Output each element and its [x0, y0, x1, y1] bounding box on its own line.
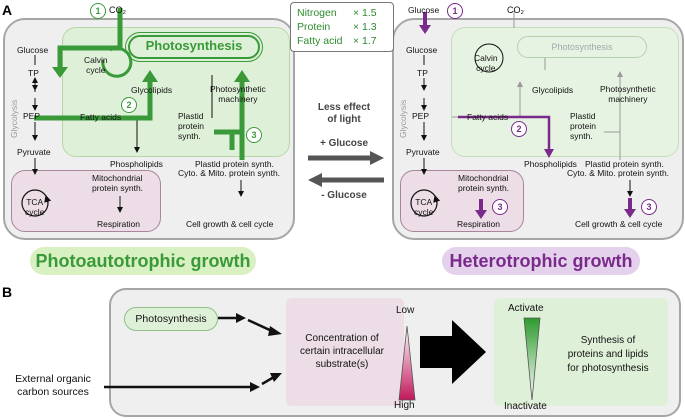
right-phospholipids-label: Phospholipids: [524, 159, 577, 169]
right-badge-1: 1: [447, 3, 463, 19]
right-tp-label: TP: [417, 68, 428, 78]
external-carbon-label: External organic carbon sources: [15, 373, 91, 398]
left-glycolysis-label: Glycolysis: [9, 99, 19, 138]
synthesis-label: Synthesis of proteins and lipids for pho…: [567, 335, 649, 374]
callout-row: Fatty acid × 1.7: [297, 34, 387, 48]
inactivate-label: Inactivate: [504, 401, 547, 412]
photoautotrophic-growth-label: Photoautotrophic growth: [30, 247, 256, 275]
callout-protein: Protein: [297, 21, 331, 33]
callout-row: Nitrogen × 1.5: [297, 6, 387, 20]
elemental-composition-callout: Nitrogen × 1.5 Protein × 1.3 Fatty acid × 1…: [290, 2, 394, 52]
left-badge-3: 3: [246, 127, 262, 143]
right-tca-label: TCA cycle: [414, 197, 434, 217]
right-cyto-mito-label: Cyto. & Mito. protein synth.: [567, 168, 670, 178]
right-mito-protein-label: Mitochondrial protein synth.: [458, 173, 510, 193]
right-badge-2: 2: [511, 121, 527, 137]
low-label: Low: [396, 305, 415, 316]
activate-label: Activate: [508, 303, 544, 314]
left-fatty-acids-label: Fatty acids: [80, 112, 122, 122]
left-glucose-label: Glucose: [17, 45, 49, 55]
left-growth-cycle-label: Cell growth & cell cycle: [186, 219, 274, 229]
right-badge-3a: 3: [492, 199, 508, 215]
callout-nitrogen: Nitrogen: [297, 7, 337, 19]
right-plastid-protein-out-label: Plastid protein synth.: [585, 159, 664, 169]
left-mito-protein-label: Mitochondrial protein synth.: [92, 173, 144, 193]
callout-row: Protein × 1.3: [297, 20, 387, 34]
left-plastid-protein-out-label: Plastid protein synth.: [195, 159, 274, 169]
left-co2-label: CO₂: [109, 5, 126, 15]
right-badge-3b: 3: [641, 199, 657, 215]
left-respiration-label: Respiration: [97, 219, 140, 229]
left-tca-label: TCA cycle: [25, 197, 45, 217]
left-phospholipids-label: Phospholipids: [110, 159, 163, 169]
right-photosynthetic-machinery-label: Photosynthetic machinery: [600, 84, 656, 104]
right-glycolysis-label: Glycolysis: [398, 99, 408, 138]
right-glucose-top-label: Glucose: [408, 5, 440, 15]
left-pep-label: PEP: [23, 111, 41, 121]
minus-glucose-label: - Glucose: [321, 190, 367, 201]
left-photosynthetic-machinery-label: Photosynthetic machinery: [210, 84, 266, 104]
left-tp-label: TP: [28, 68, 39, 78]
right-plastid-protein-label: Plastid protein synth.: [570, 111, 596, 141]
photosynthesis-box: Photosynthesis: [124, 307, 218, 331]
heterotrophic-growth-label: Heterotrophic growth: [442, 247, 640, 275]
right-co2-label: CO₂: [507, 5, 524, 15]
left-cyto-mito-label: Cyto. & Mito. protein synth.: [178, 168, 281, 178]
callout-fatty-acid-factor: × 1.7: [353, 35, 377, 47]
right-growth-cycle-label: Cell growth & cell cycle: [575, 219, 663, 229]
callout-protein-factor: × 1.3: [353, 21, 377, 33]
left-photosynthesis-box: Photosynthesis: [128, 35, 260, 59]
left-plastid-protein-label: Plastid protein synth.: [178, 111, 204, 141]
callout-fatty-acid: Fatty acid: [297, 35, 343, 47]
left-pyruvate-label: Pyruvate: [17, 147, 51, 157]
left-mitochondrion: [11, 170, 161, 232]
less-effect-light-label: Less effect of light: [317, 102, 371, 125]
left-badge-2: 2: [121, 97, 137, 113]
plus-glucose-label: + Glucose: [319, 138, 369, 149]
callout-nitrogen-factor: × 1.5: [353, 7, 377, 19]
left-glycolipids-label: Glycolipids: [131, 85, 173, 95]
right-respiration-label: Respiration: [457, 219, 500, 229]
high-label: High: [394, 400, 415, 411]
right-pep-label: PEP: [412, 111, 430, 121]
left-badge-1: 1: [90, 3, 106, 19]
right-photosynthesis-box: Photosynthesis: [517, 36, 647, 58]
right-calvin-label: Calvin cycle: [474, 53, 498, 73]
panel-b-label: B: [2, 284, 13, 300]
left-calvin-label: Calvin cycle: [84, 55, 108, 75]
right-pyruvate-label: Pyruvate: [406, 147, 440, 157]
right-fatty-acids-label: Fatty acids: [467, 112, 509, 122]
right-glycolipids-label: Glycolipids: [532, 85, 574, 95]
panel-a-label: A: [2, 2, 13, 18]
concentration-label: Concentration of certain intracellular s…: [300, 333, 384, 370]
right-glucose-label: Glucose: [406, 45, 438, 55]
